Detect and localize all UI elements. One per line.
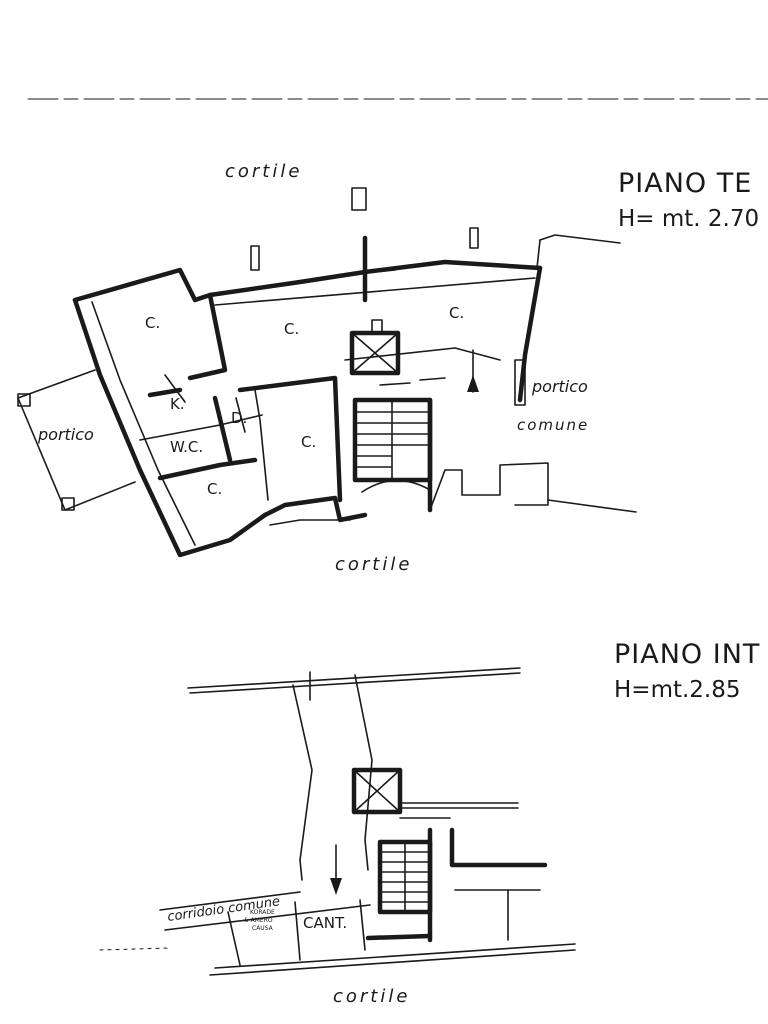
- room-label-c1: C.: [145, 314, 160, 332]
- room-label-kitchen: K.: [170, 395, 185, 413]
- label-cantina: CANT.: [303, 914, 347, 932]
- room-label-wc: W.C.: [170, 438, 203, 456]
- intermediate-floor-height: H=mt.2.85: [614, 677, 741, 703]
- small-note-2: & AMERO: [244, 917, 273, 924]
- small-note-1: KORADE: [250, 909, 275, 916]
- label-cortile-bottom: cortile: [335, 554, 412, 575]
- room-label-c4: C.: [301, 433, 316, 451]
- room-label-c3: C.: [449, 304, 464, 322]
- label-cortile-intermediate: cortile: [333, 986, 410, 1007]
- label-portico-left: portico: [37, 425, 94, 444]
- intermediate-floor-stairs: [377, 827, 433, 943]
- intermediate-floor-plan: [99, 667, 576, 976]
- ground-floor-title: PIANO TE: [618, 168, 752, 199]
- label-cortile-top: cortile: [225, 161, 302, 182]
- label-portico-right: portico: [531, 377, 588, 396]
- ground-floor-height: H= mt. 2.70: [618, 206, 759, 232]
- ground-floor-plan: [17, 187, 637, 558]
- ground-floor-stairs: [352, 397, 433, 513]
- small-note-3: CAUSA: [252, 925, 274, 932]
- room-label-d: D.: [231, 409, 247, 427]
- room-label-c2: C.: [284, 320, 299, 338]
- label-comune: comune: [517, 416, 589, 434]
- intermediate-floor-title: PIANO INT: [614, 639, 760, 670]
- room-label-c5: C.: [207, 480, 222, 498]
